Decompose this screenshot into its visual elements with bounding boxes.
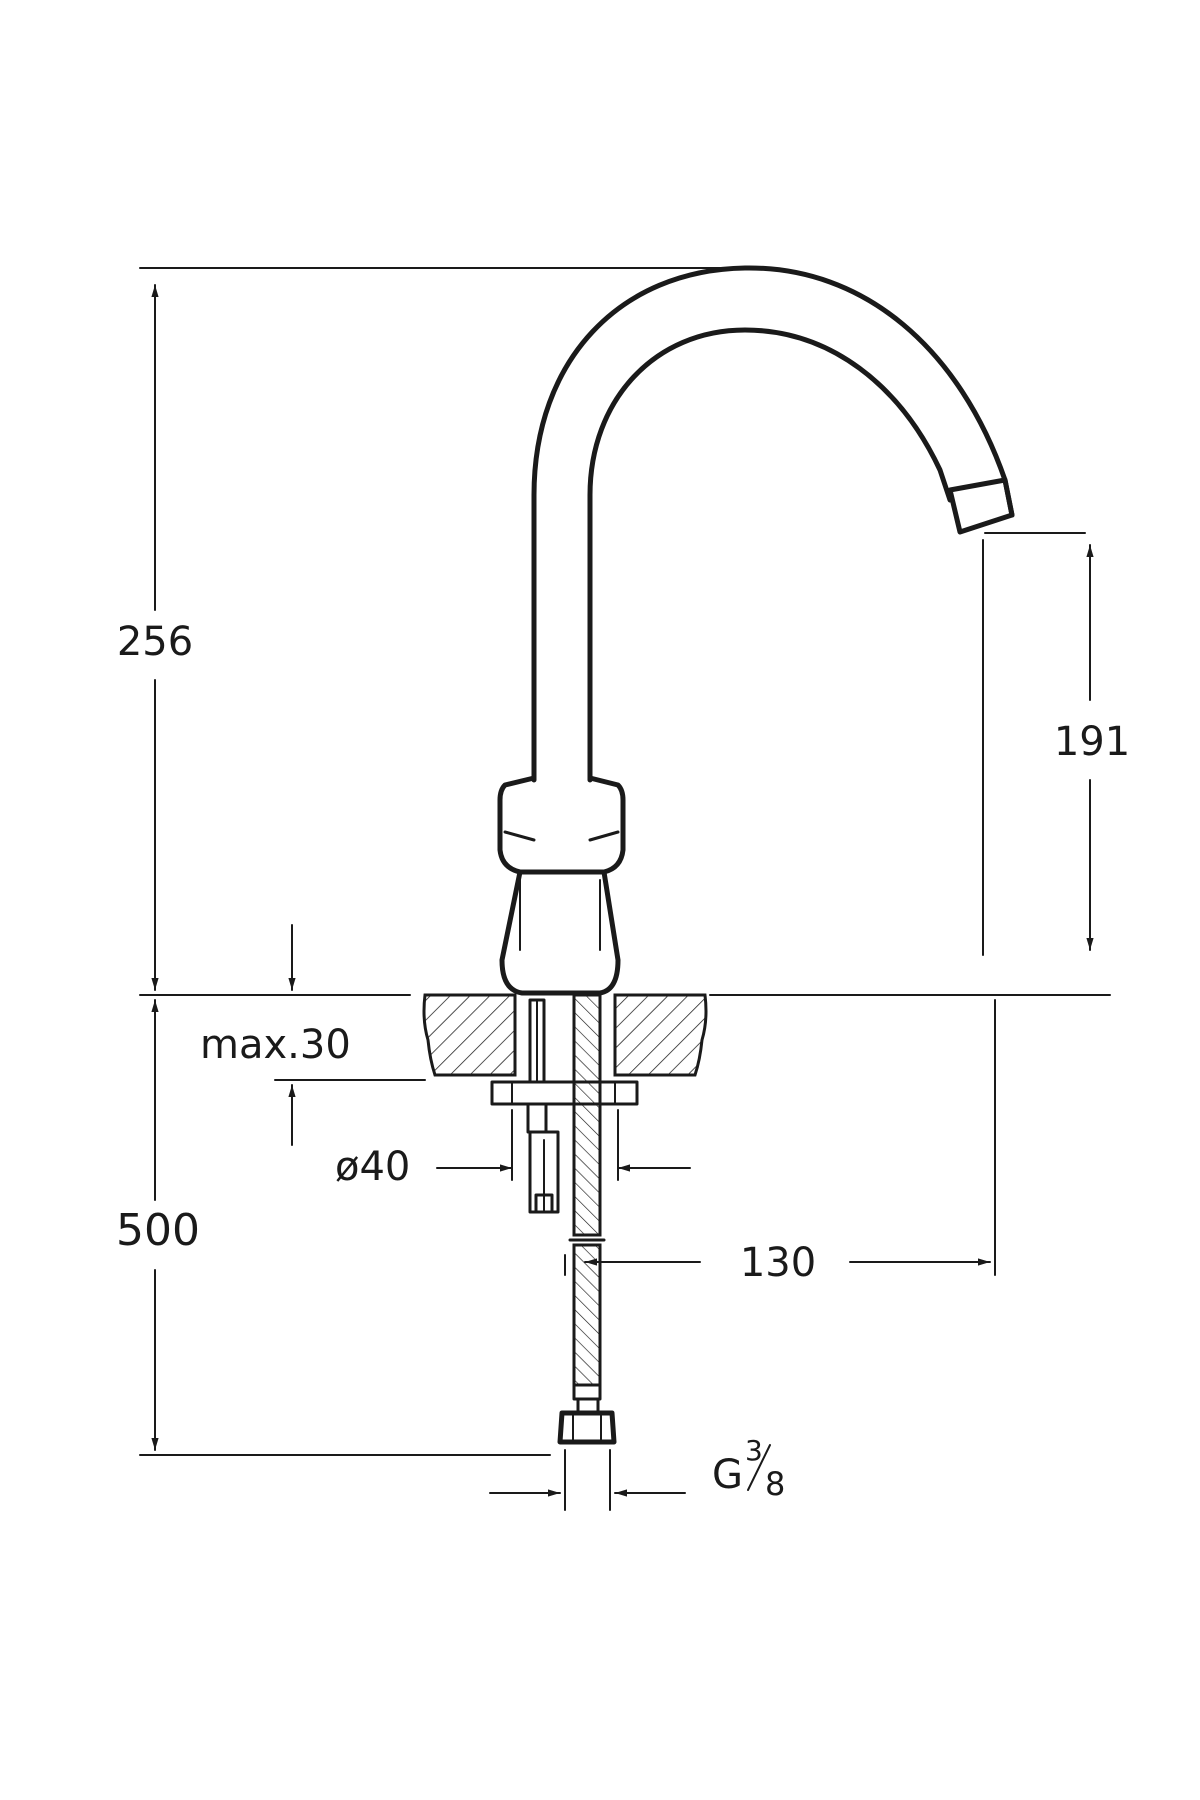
dim-projection: 130 <box>564 999 996 1286</box>
faucet-spout <box>531 265 1015 783</box>
dim-projection-label: 130 <box>740 1240 816 1286</box>
dim-spout-height: 191 <box>982 532 1130 956</box>
dim-total-height: 256 <box>117 267 741 991</box>
mounting-hardware <box>490 998 639 1214</box>
flex-hose <box>557 993 617 1445</box>
countertop-section <box>139 993 1111 1077</box>
dim-spout-height-label: 191 <box>1054 719 1130 765</box>
dim-hole-diameter: ø40 <box>335 1109 691 1190</box>
faucet-base <box>499 869 621 996</box>
dim-thread-numerator: 3 <box>745 1434 763 1467</box>
dim-hose-length: 500 <box>116 999 551 1456</box>
faucet-collar <box>497 775 626 875</box>
dim-max-deck-label: max.30 <box>200 1022 351 1068</box>
dim-total-height-label: 256 <box>117 619 193 665</box>
dim-hole-diameter-label: ø40 <box>335 1144 410 1190</box>
dim-thread-prefix: G <box>712 1452 743 1498</box>
dim-max-deck: max.30 <box>200 924 426 1146</box>
dim-hose-length-label: 500 <box>116 1205 200 1256</box>
dim-thread: G 3 8 <box>489 1434 785 1511</box>
dim-thread-denominator: 8 <box>765 1465 785 1503</box>
